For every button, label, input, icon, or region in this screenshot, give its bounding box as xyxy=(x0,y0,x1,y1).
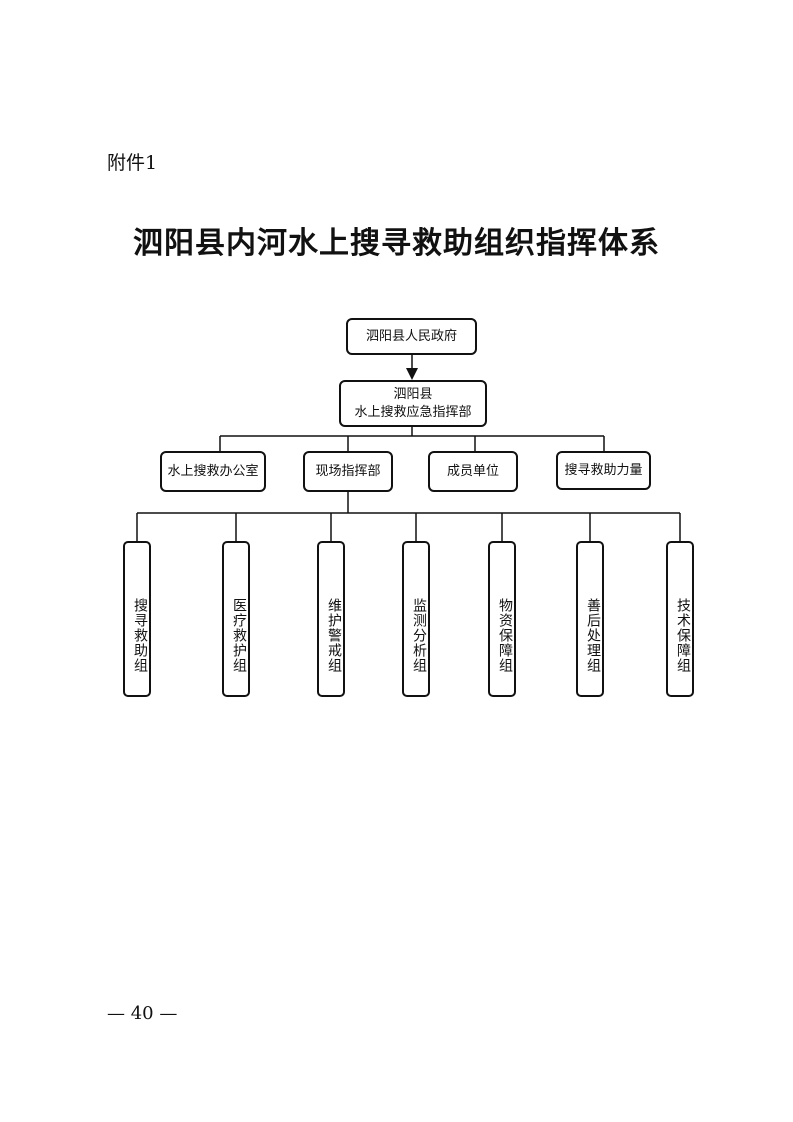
page-title: 泗阳县内河水上搜寻救助组织指挥体系 xyxy=(133,226,660,261)
group-label: 搜寻救助组 xyxy=(132,597,148,673)
group-label: 监测分析组 xyxy=(411,597,427,673)
group-label: 维护警戒组 xyxy=(326,597,342,673)
node-rescue-office: 水上搜救办公室 xyxy=(160,451,266,492)
group-supplies: 物资保障组 xyxy=(488,541,516,697)
page-number: — 40 — xyxy=(107,1003,178,1024)
group-label: 物资保障组 xyxy=(497,597,513,673)
group-security: 维护警戒组 xyxy=(317,541,345,697)
group-label: 善后处理组 xyxy=(585,597,601,673)
node-rescue-forces: 搜寻救助力量 xyxy=(556,451,651,490)
node-emergency-command: 泗阳县 水上搜救应急指挥部 xyxy=(339,380,487,427)
node-label: 现场指挥部 xyxy=(315,463,381,479)
group-search-rescue: 搜寻救助组 xyxy=(123,541,151,697)
node-label: 泗阳县 xyxy=(393,386,433,402)
group-connectors xyxy=(136,492,681,541)
node-field-command: 现场指挥部 xyxy=(303,451,393,492)
level2-connectors xyxy=(219,427,605,451)
node-county-government: 泗阳县人民政府 xyxy=(346,318,477,355)
node-label: 成员单位 xyxy=(446,463,499,479)
annex-label: 附件1 xyxy=(107,152,158,174)
node-member-units: 成员单位 xyxy=(428,451,518,492)
node-label: 搜寻救助力量 xyxy=(564,462,643,478)
node-label: 水上搜救办公室 xyxy=(167,463,259,479)
group-label: 医疗救护组 xyxy=(231,597,247,673)
node-label: 泗阳县人民政府 xyxy=(365,328,457,344)
group-medical: 医疗救护组 xyxy=(222,541,250,697)
group-aftermath: 善后处理组 xyxy=(576,541,604,697)
group-monitoring: 监测分析组 xyxy=(402,541,430,697)
group-technical: 技术保障组 xyxy=(666,541,694,697)
node-label: 水上搜救应急指挥部 xyxy=(354,404,472,420)
group-label: 技术保障组 xyxy=(675,597,691,673)
